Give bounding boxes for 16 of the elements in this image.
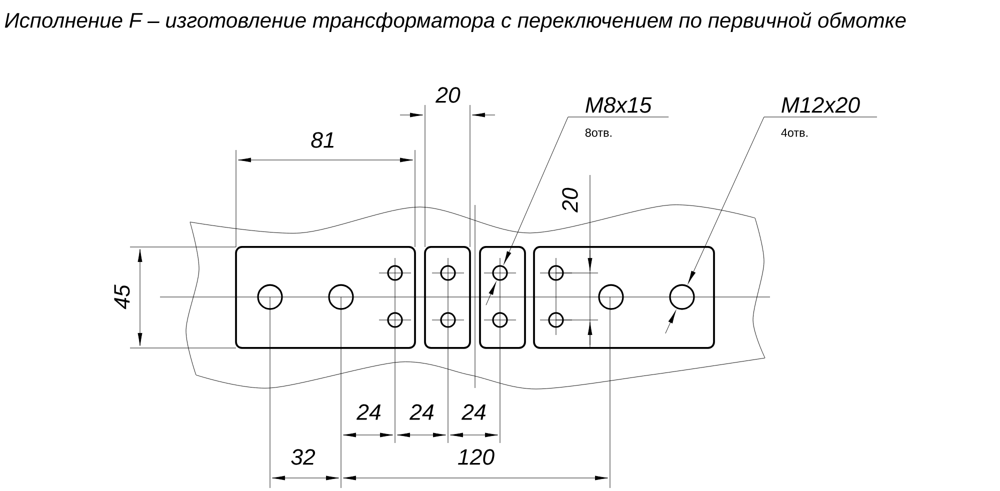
dimension-text: 20	[562, 188, 578, 212]
callout-label: M8x15 8отв.	[568, 97, 669, 137]
dimension-text: 32	[291, 449, 316, 465]
dimension-text: 20	[436, 87, 460, 103]
callout-label: M12x20 4отв.	[764, 97, 878, 137]
dimension-text: 45	[114, 284, 130, 310]
dimension-text: 24	[462, 404, 486, 420]
title: Исполнение F – изготовление трансформатора с переключением по первичной обмотке	[4, 12, 906, 32]
hole	[492, 265, 508, 281]
dimension-text: 120	[458, 449, 494, 465]
dimension-text: 81	[311, 132, 334, 148]
hole	[669, 284, 695, 310]
leader-line	[504, 116, 568, 264]
dimension-text: 24	[356, 404, 381, 420]
leader-line	[688, 116, 764, 284]
dimension-text: 24	[410, 404, 434, 420]
